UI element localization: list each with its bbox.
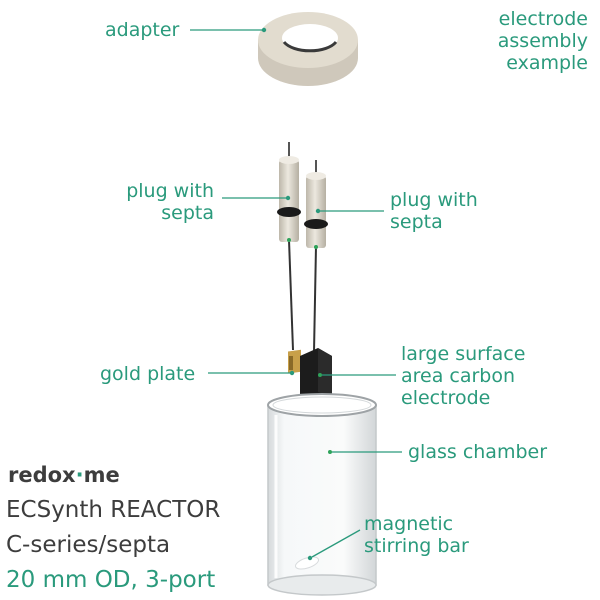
stirring-bar-part (294, 556, 320, 570)
brand-dot-icon: · (75, 463, 84, 487)
gold-plate-part (288, 349, 301, 374)
label-plug-left: plug with septa (126, 180, 214, 224)
product-series: C-series/septa (6, 532, 171, 558)
carbon-electrode-part (300, 348, 332, 404)
leader-lines (190, 27, 402, 561)
glass-chamber-part (267, 393, 377, 596)
label-glass-chamber: glass chamber (408, 441, 548, 463)
product-spec: 20 mm OD, 3-port (6, 567, 216, 593)
product-title: ECSynth REACTOR (6, 497, 221, 523)
label-carbon-electrode: large surface area carbon electrode (401, 343, 526, 409)
adapter-part (258, 12, 358, 86)
brand-prefix: redox (8, 463, 76, 487)
label-plug-right: plug with septa (390, 189, 478, 233)
label-electrode-assembly: electrode assembly example (497, 8, 588, 74)
plug-right-part (304, 172, 328, 249)
label-gold-plate: gold plate (100, 363, 196, 385)
brand-logo: redox·me (8, 463, 120, 487)
brand-suffix: me (83, 463, 120, 487)
label-adapter: adapter (105, 19, 180, 41)
plug-left-part (277, 156, 301, 242)
label-stirring-bar: magnetic stirring bar (364, 513, 469, 557)
